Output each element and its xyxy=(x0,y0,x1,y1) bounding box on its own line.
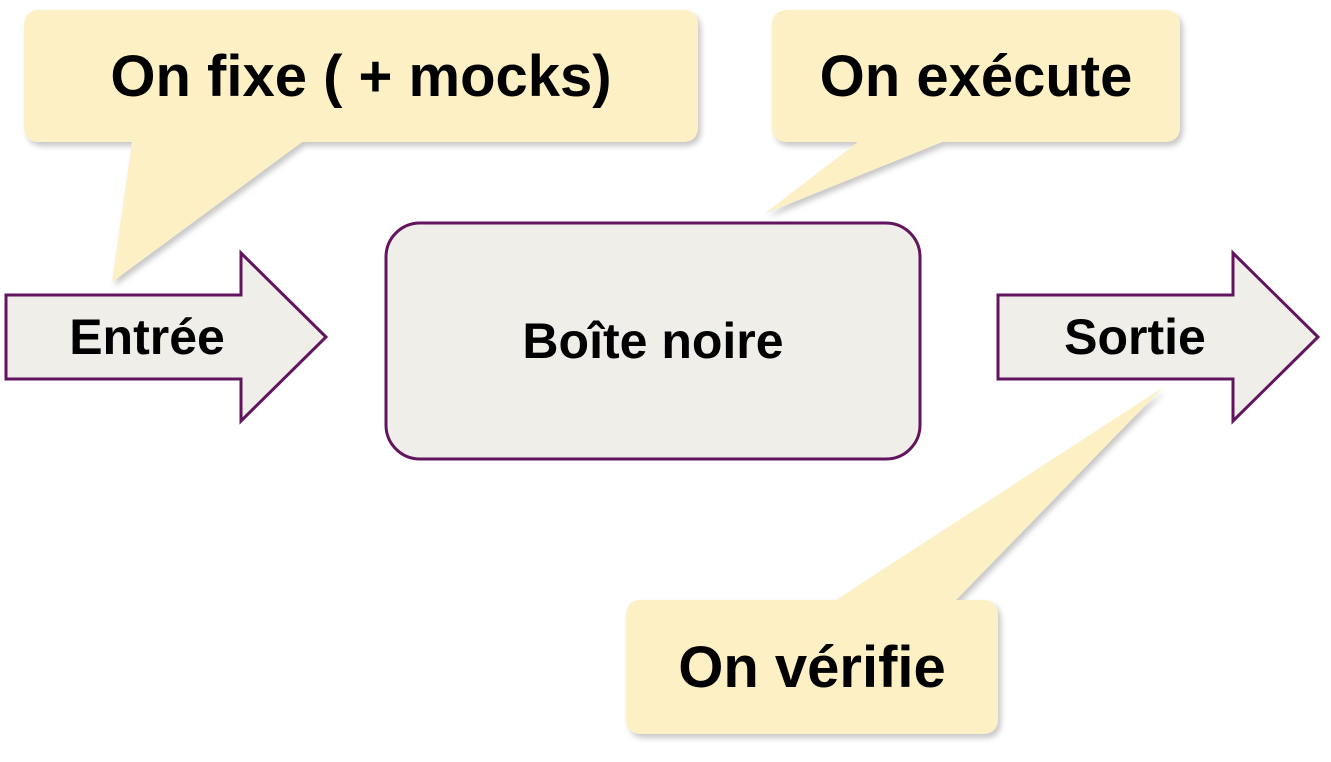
callout-verify-label: On vérifie xyxy=(678,634,946,700)
callout-verify-shape xyxy=(626,388,1162,734)
callout-execute-label: On exécute xyxy=(819,43,1133,109)
callout-execute-shape xyxy=(764,10,1180,214)
callout-execute xyxy=(764,10,1180,214)
black-box-label: Boîte noire xyxy=(522,313,784,369)
callout-fix-shape xyxy=(24,10,698,282)
callout-fix xyxy=(24,10,698,282)
input-label: Entrée xyxy=(69,309,225,365)
arrow-input-shape xyxy=(4,249,329,425)
callout-verify xyxy=(626,388,1162,734)
callout-fix-label: On fixe ( + mocks) xyxy=(110,43,612,109)
black-box-shape xyxy=(384,221,922,461)
output-label: Sortie xyxy=(1064,309,1206,365)
arrow-output-shape xyxy=(996,249,1321,425)
